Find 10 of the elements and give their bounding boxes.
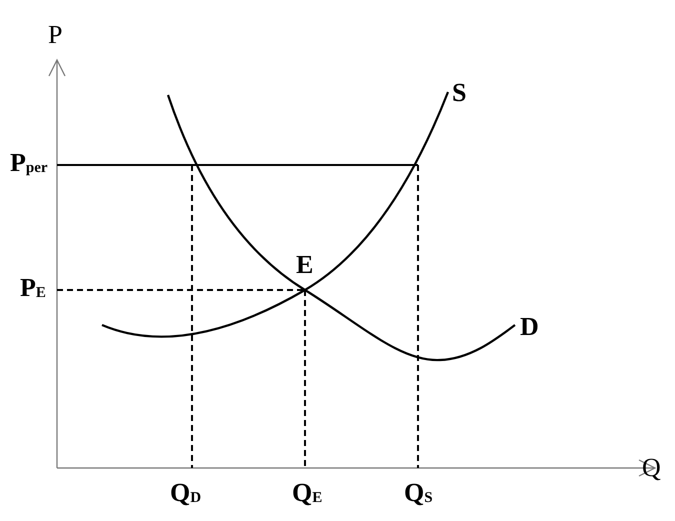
- quantity-label: Q$_{S}$: [404, 480, 433, 506]
- point-label: E: [296, 252, 314, 278]
- quantity-label: Q$_{E}$: [292, 480, 322, 506]
- price-label: P$_{E}$: [20, 275, 46, 301]
- price-label: P$_{per}$: [10, 150, 48, 176]
- curve-label: S: [452, 80, 466, 106]
- quantity-label: Q$_{D}$: [170, 480, 202, 506]
- curve-label: D: [520, 314, 539, 340]
- axis-label: Q: [642, 455, 661, 481]
- axis-label: P: [48, 22, 62, 48]
